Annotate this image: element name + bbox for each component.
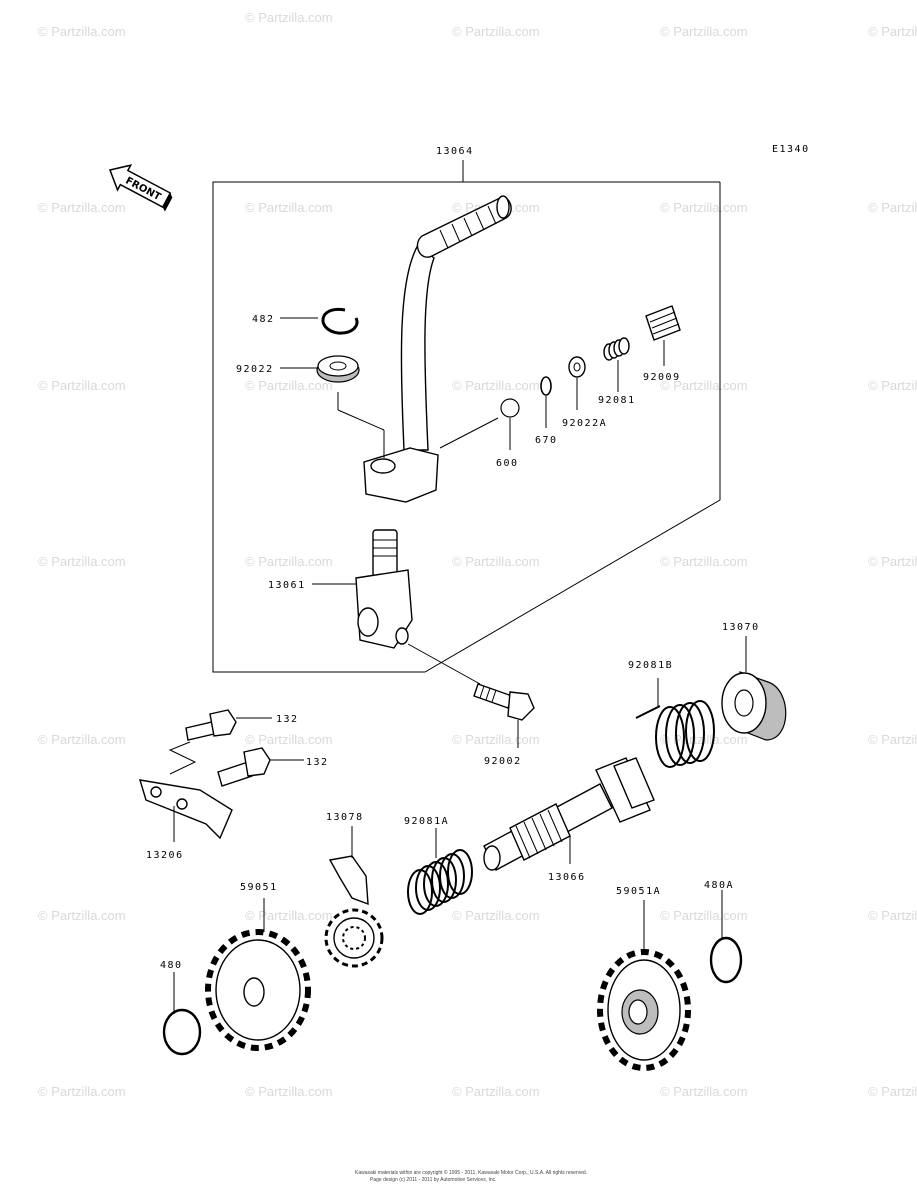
watermark: © Partzilla.com [868,554,917,569]
label-92002: 92002 [484,756,522,767]
label-92081B: 92081B [628,660,673,671]
label-92022: 92022 [236,364,274,375]
watermark: © Partzilla.com [452,24,540,39]
part-92081A-coil-spring: 92081A [404,816,473,915]
part-92009-plug: 92009 [643,305,681,383]
label-92081A: 92081A [404,816,449,827]
kick-pedal-lever [337,195,512,503]
label-480: 480 [160,960,183,971]
part-600-ball: 600 [496,398,520,469]
watermark: © Partzilla.com [660,378,748,393]
watermark: © Partzilla.com [452,908,540,923]
label-13066: 13066 [548,872,586,883]
label-13061: 13061 [268,580,306,591]
label-13064: 13064 [436,146,474,157]
watermark: © Partzilla.com [38,1084,126,1099]
watermarks: © Partzilla.com © Partzilla.com © Partzi… [38,10,917,1099]
watermark: © Partzilla.com [868,200,917,215]
watermark: © Partzilla.com [660,1084,748,1099]
watermark: © Partzilla.com [38,908,126,923]
watermark: © Partzilla.com [245,554,333,569]
watermark: © Partzilla.com [245,1084,333,1099]
part-670-ring: 670 [535,376,558,446]
part-13070-collar: 13070 [721,622,787,741]
part-480-circlip: 480 [160,960,202,1056]
part-92022A-washer: 92022A [562,356,607,429]
watermark: © Partzilla.com [452,378,540,393]
label-92009: 92009 [643,372,681,383]
watermark: © Partzilla.com [245,10,333,25]
part-13066-kick-shaft: 13066 [483,757,655,883]
label-600: 600 [496,458,519,469]
part-13061-kick-boss: 13061 [268,529,481,685]
diagram-code: E1340 [772,144,810,155]
watermark: © Partzilla.com [245,908,333,923]
part-13078-ratchet: 13078 [324,812,384,968]
watermark: © Partzilla.com [452,554,540,569]
footer-copyright: Kawasaki materials within are copyright … [355,1169,587,1176]
watermark: © Partzilla.com [868,908,917,923]
watermark: © Partzilla.com [868,732,917,747]
watermark: © Partzilla.com [660,24,748,39]
watermark: © Partzilla.com [452,1084,540,1099]
watermark: © Partzilla.com [660,554,748,569]
part-13206-plate: 13206 [139,741,233,861]
part-92002-bolt: 92002 [473,683,535,767]
assembly-box-13064: 13064 [212,146,721,673]
part-92081-spring: 92081 [598,337,636,406]
label-92081: 92081 [598,395,636,406]
watermark: © Partzilla.com [868,1084,917,1099]
watermark: © Partzilla.com [660,908,748,923]
label-59051A: 59051A [616,886,661,897]
watermark: © Partzilla.com [38,24,126,39]
watermark: © Partzilla.com [38,732,126,747]
part-132-bolt-lower: 132 [217,747,329,787]
label-13206: 13206 [146,850,184,861]
watermark: © Partzilla.com [868,378,917,393]
label-59051: 59051 [240,882,278,893]
watermark: © Partzilla.com [660,200,748,215]
part-59051A-gear: 59051A [597,886,691,1071]
watermark: © Partzilla.com [245,732,333,747]
label-13078: 13078 [326,812,364,823]
watermark: © Partzilla.com [245,378,333,393]
label-13070: 13070 [722,622,760,633]
part-59051-gear: 59051 [205,882,311,1051]
part-482-circlip: 482 [252,307,359,335]
label-480A: 480A [704,880,734,891]
label-92022A: 92022A [562,418,607,429]
label-482: 482 [252,314,275,325]
watermark: © Partzilla.com [38,554,126,569]
watermark: © Partzilla.com [38,378,126,393]
part-132-bolt-upper: 132 [185,709,299,741]
label-132-upper: 132 [276,714,299,725]
watermark: © Partzilla.com [38,200,126,215]
watermark: © Partzilla.com [245,200,333,215]
part-480A-circlip: 480A [704,880,743,984]
label-132-lower: 132 [306,757,329,768]
part-92022-washer: 92022 [236,355,360,383]
footer-design: Page design (c) 2011 - 2011 by Automotiv… [370,1177,497,1183]
part-92081B-torsion-spring: 92081B [628,660,715,768]
watermark: © Partzilla.com [452,732,540,747]
watermark: © Partzilla.com [868,24,917,39]
label-670: 670 [535,435,558,446]
